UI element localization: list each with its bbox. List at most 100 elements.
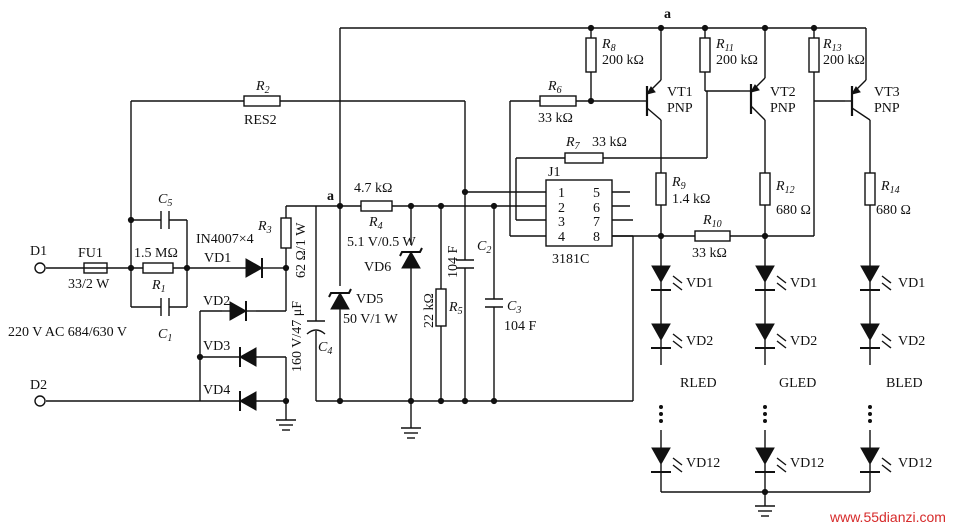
- c3-name: C3: [507, 299, 521, 316]
- r9-name: R9: [671, 175, 686, 192]
- led-vd2-blue: VD2: [860, 323, 925, 349]
- r1-name: R1: [151, 278, 166, 295]
- led-vd2-red: VD2: [651, 323, 713, 349]
- green-vd12-label: VD12: [790, 456, 824, 471]
- r13-name: R13: [822, 37, 842, 54]
- r6-name: R6: [547, 79, 562, 96]
- resistor-r5: R5 22 kΩ: [422, 288, 463, 328]
- r10-name: R10: [702, 213, 722, 230]
- r2-value: RES2: [244, 113, 277, 128]
- ic-ref: J1: [548, 165, 560, 180]
- ic-pin-6: 6: [593, 201, 600, 216]
- c3-value: 104 F: [504, 319, 537, 334]
- led-string-green: VD1 VD2 GLED VD12: [755, 265, 824, 473]
- fuse-fu1: FU1 33/2 W: [68, 246, 110, 292]
- r4-value: 4.7 kΩ: [354, 181, 392, 196]
- blue-vd12-label: VD12: [898, 456, 932, 471]
- green-string-label: GLED: [779, 376, 816, 391]
- led-vd1-red: VD1: [651, 265, 713, 291]
- terminal-d1-label: D1: [30, 244, 47, 259]
- vt2-type: PNP: [770, 101, 796, 116]
- ic-pin-5: 5: [593, 186, 600, 201]
- terminal-d1: D1: [30, 244, 47, 274]
- r10-value: 33 kΩ: [692, 246, 727, 261]
- led-vd12-green: VD12: [755, 447, 824, 473]
- wires: [46, 27, 871, 506]
- c4-name: C4: [318, 340, 332, 357]
- resistor-r13: R13 200 kΩ: [808, 37, 865, 73]
- ic-3181c: J1 3181C 1 2 3 4 5 6 7 8: [545, 165, 613, 267]
- c4-value: 160 V/47 μF: [290, 301, 305, 372]
- bridge-label: IN4007×4: [196, 232, 254, 247]
- terminal-d2: D2: [30, 378, 47, 407]
- led-string-blue: VD1 VD2 BLED VD12: [860, 265, 932, 473]
- led-vd1-green: VD1: [755, 265, 817, 291]
- ic-pin-1: 1: [558, 186, 565, 201]
- c5-name: C5: [158, 192, 172, 209]
- ellipsis-dots-blue: [868, 405, 872, 423]
- ground-icon-led: [755, 505, 775, 517]
- resistor-r10: R10 33 kΩ: [692, 213, 731, 261]
- led-string-red: VD1 VD2 RLED VD12: [651, 265, 720, 473]
- red-string-label: RLED: [680, 376, 717, 391]
- green-vd2-label: VD2: [790, 334, 817, 349]
- resistor-r1: 1.5 MΩ R1: [134, 246, 178, 295]
- ic-pin-8: 8: [593, 230, 600, 245]
- blue-string-label: BLED: [886, 376, 923, 391]
- r6-value: 33 kΩ: [538, 111, 573, 126]
- blue-vd1-label: VD1: [898, 276, 925, 291]
- vd1-label: VD1: [204, 251, 231, 266]
- r11-value: 200 kΩ: [716, 53, 758, 68]
- vt3-type: PNP: [874, 101, 900, 116]
- resistor-r3: R3 62 Ω/1 W: [257, 217, 309, 278]
- r12-value: 680 Ω: [776, 203, 811, 218]
- resistor-r8: R8 200 kΩ: [585, 37, 644, 73]
- r14-name: R14: [880, 179, 900, 196]
- red-vd1-label: VD1: [686, 276, 713, 291]
- transistor-vt1: VT1 PNP: [640, 79, 693, 121]
- transistor-vt2: VT2 PNP: [740, 77, 796, 121]
- vt2-name: VT2: [770, 85, 796, 100]
- vd5-name: VD5: [356, 292, 383, 307]
- r4-name: R4: [368, 215, 383, 232]
- ic-part: 3181C: [552, 252, 589, 267]
- r9-value: 1.4 kΩ: [672, 192, 710, 207]
- supply-label: 220 V AC 684/630 V: [8, 325, 127, 340]
- green-vd1-label: VD1: [790, 276, 817, 291]
- resistor-r7: R7 33 kΩ: [564, 135, 627, 164]
- r7-name: R7: [565, 135, 581, 152]
- ground-icon-main: [401, 427, 421, 439]
- resistor-r2: R2 RES2: [243, 79, 281, 128]
- ellipsis-dots-red: [659, 405, 663, 423]
- r3-name: R3: [257, 219, 272, 236]
- ic-pin-2: 2: [558, 201, 565, 216]
- r7-value: 33 kΩ: [592, 135, 627, 150]
- capacitor-c2: C2 104 F: [446, 239, 491, 278]
- site-watermark: www.55dianzi.com: [829, 509, 946, 525]
- vt3-name: VT3: [874, 85, 900, 100]
- capacitor-c5: C5: [158, 192, 172, 229]
- diode-vd3: VD3: [203, 339, 257, 367]
- r12-name: R12: [775, 179, 795, 196]
- r3-value: 62 Ω/1 W: [294, 222, 309, 278]
- led-vd2-green: VD2: [755, 323, 817, 349]
- resistor-r11: R11 200 kΩ: [699, 37, 758, 73]
- vd2-label: VD2: [203, 294, 230, 309]
- c2-name: C2: [477, 239, 491, 256]
- led-vd1-blue: VD1: [860, 265, 925, 291]
- r2-name: R2: [255, 79, 270, 96]
- ic-pin-3: 3: [558, 215, 565, 230]
- red-vd12-label: VD12: [686, 456, 720, 471]
- r5-name: R5: [448, 300, 463, 317]
- vd6-value: 5.1 V/0.5 W: [347, 235, 416, 250]
- resistor-r6: R6 33 kΩ: [538, 79, 577, 126]
- terminal-d2-label: D2: [30, 378, 47, 393]
- capacitor-c3: C3 104 F: [485, 298, 537, 334]
- r13-value: 200 kΩ: [823, 53, 865, 68]
- vd3-label: VD3: [203, 339, 230, 354]
- vd4-label: VD4: [203, 383, 230, 398]
- ground-icon-bridge: [276, 419, 296, 431]
- ic-pin-7: 7: [593, 215, 600, 230]
- ellipsis-dots-green: [763, 405, 767, 423]
